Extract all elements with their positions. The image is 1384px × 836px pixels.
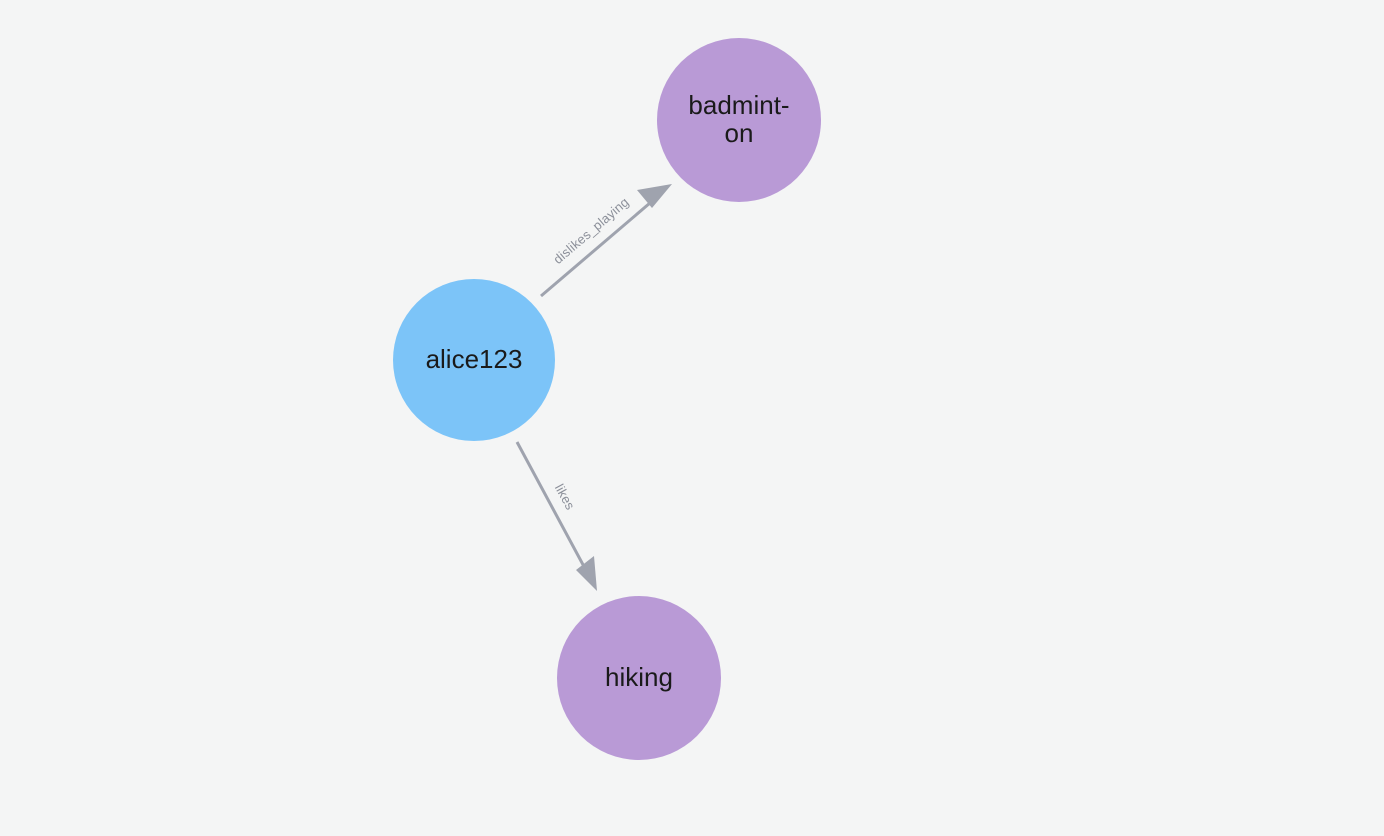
graph-node-alice123[interactable]: alice123 [393, 279, 555, 441]
edge-line-dislikes-playing[interactable] [540, 195, 658, 298]
edge-dislikes-playing[interactable]: dislikes_playing [540, 184, 672, 298]
edge-label-likes: likes [552, 481, 578, 512]
arrowhead-dislikes-playing [637, 184, 672, 208]
graph-node-label-alice123: alice123 [425, 344, 523, 375]
graph-node-label-badminton: badmint- on [688, 90, 790, 148]
graph-node-hiking[interactable]: hiking [557, 596, 721, 760]
graph-node-badminton[interactable]: badmint- on [657, 38, 821, 202]
edge-likes[interactable]: likes [515, 441, 597, 591]
edge-line-likes[interactable] [515, 441, 590, 575]
arrowhead-likes [576, 556, 597, 591]
graph-node-label-hiking: hiking [605, 662, 673, 693]
